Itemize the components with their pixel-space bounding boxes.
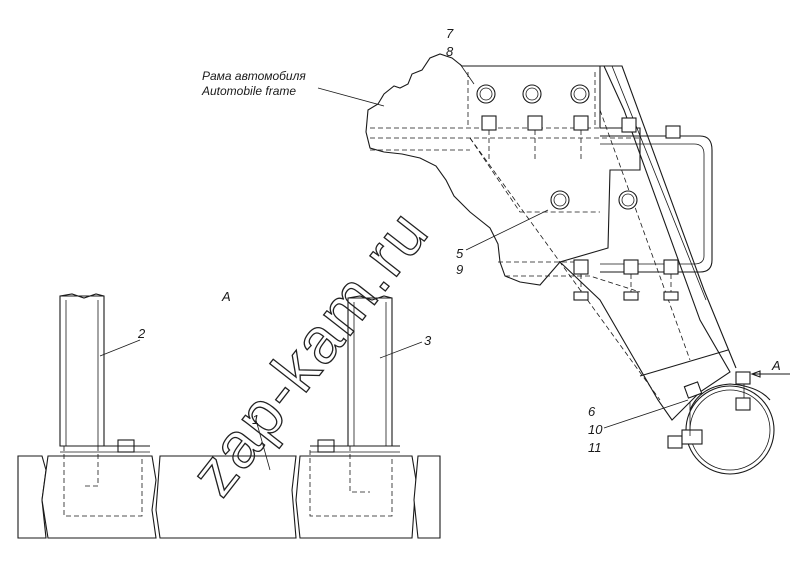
automobile-frame-outline: [365, 53, 641, 286]
part-label-1: 1: [252, 412, 259, 427]
part-label-11: 11: [588, 440, 602, 455]
frame-bracket-assembly: [365, 53, 790, 475]
part-label-6: 6: [588, 404, 596, 419]
part-label-9: 9: [456, 262, 463, 277]
part-label-7: 7: [446, 26, 454, 41]
middle-bolts: [550, 190, 638, 210]
upper-nuts: [481, 115, 681, 160]
frame-section-4: [295, 455, 417, 539]
part-label-10: 10: [588, 422, 603, 437]
part-label-2: 2: [137, 326, 146, 341]
pipe-clamp: [667, 371, 775, 475]
left-bracket: [59, 295, 105, 447]
frame-label-en: Automobile frame: [201, 84, 296, 98]
part-label-5: 5: [456, 246, 464, 261]
view-label-a: A: [221, 289, 231, 304]
frame-section-5: [413, 455, 441, 539]
bracket-outline: [462, 65, 731, 421]
frame-section-3: [155, 455, 297, 539]
frame-label-ru: Рама автомобиля: [202, 69, 306, 83]
section-label-a: A: [771, 358, 781, 373]
part-label-3: 3: [424, 333, 432, 348]
part-label-8: 8: [446, 44, 454, 59]
frame-section-1: [17, 455, 47, 539]
lower-bolt-row: [573, 259, 679, 301]
upper-bolt-row: [476, 84, 590, 104]
frame-section-2: [41, 455, 157, 539]
view-a-assembly: [17, 293, 441, 539]
leader-lines: [99, 63, 689, 471]
